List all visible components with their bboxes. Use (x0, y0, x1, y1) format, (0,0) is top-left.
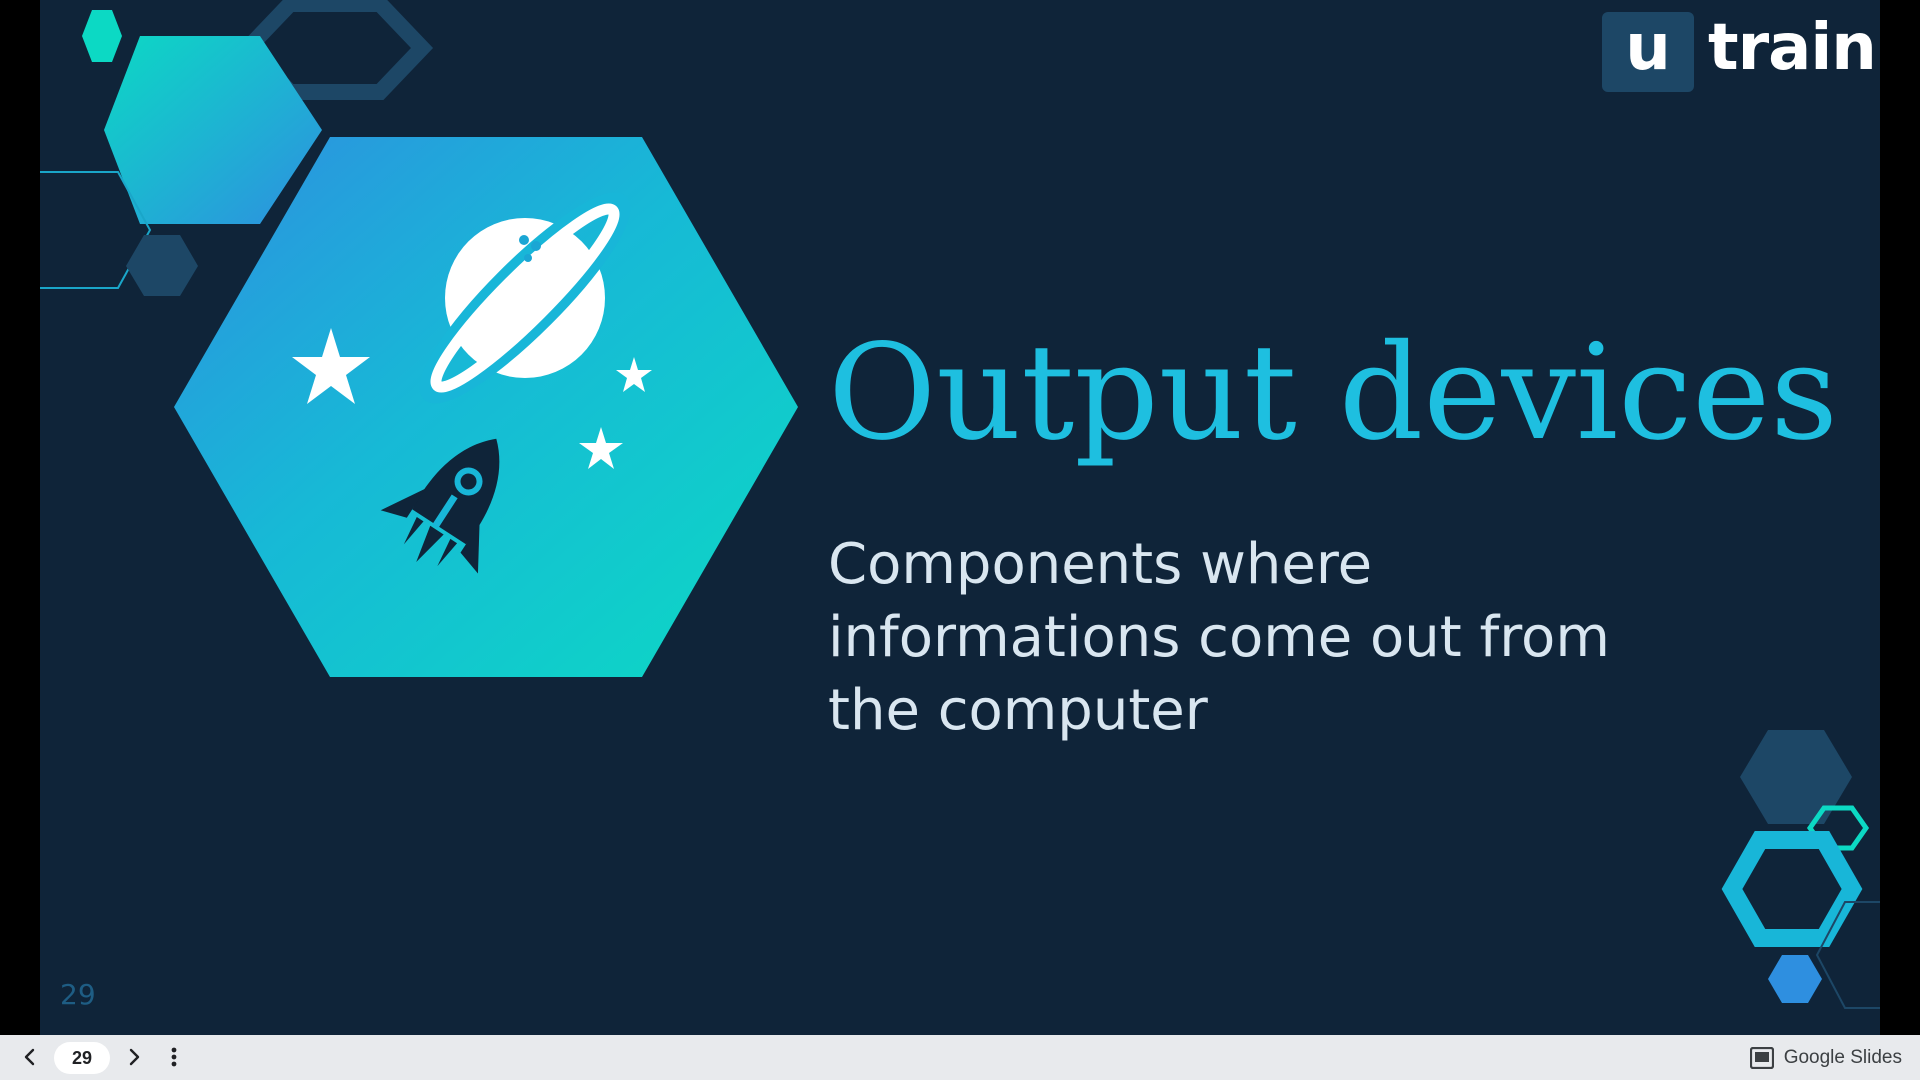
planet-icon (419, 192, 631, 404)
hexagon-decoration (1768, 955, 1822, 1003)
hexagon-decoration (1740, 730, 1852, 824)
more-vert-icon (171, 1047, 177, 1067)
slide-artwork (40, 0, 1880, 1009)
illustration-hexagon (174, 137, 798, 677)
slide-number: 29 (60, 978, 96, 1011)
star-icon (579, 427, 623, 469)
logo-badge (1602, 12, 1694, 92)
previous-slide-button[interactable] (14, 1041, 46, 1073)
hexagon-decoration (126, 235, 198, 296)
slide: u train Output devices Components where … (40, 0, 1880, 1035)
slides-icon (1749, 1046, 1774, 1069)
hexagon-outline-decoration (40, 171, 152, 289)
chevron-right-icon (129, 1048, 140, 1066)
hexagon-outline-decoration (1806, 805, 1870, 851)
page-number-input[interactable] (54, 1042, 110, 1074)
chevron-left-icon (24, 1048, 35, 1066)
logo-badge-letter: u (1625, 11, 1671, 85)
hexagon-outline-decoration (1815, 901, 1880, 1009)
slide-title: Output devices (828, 316, 1838, 470)
hexagon-decoration (104, 36, 322, 224)
google-slides-label: Google Slides (1783, 1046, 1902, 1068)
hexagon-outline-decoration (1721, 831, 1863, 947)
viewer-toolbar: Google Slides (0, 1035, 1920, 1080)
google-slides-link[interactable]: Google Slides (1749, 1035, 1902, 1080)
slide-body-text: Components where informations come out f… (828, 532, 1610, 743)
utrain-logo: u train (1602, 12, 1880, 94)
star-icon (616, 357, 652, 392)
star-icon (292, 328, 370, 404)
hexagon-outline-decoration (280, 8, 430, 90)
logo-word: train (1708, 11, 1877, 85)
next-slide-button[interactable] (118, 1041, 150, 1073)
rocket-icon (380, 438, 500, 574)
more-options-button[interactable] (158, 1041, 190, 1073)
hexagon-decoration (82, 10, 122, 62)
